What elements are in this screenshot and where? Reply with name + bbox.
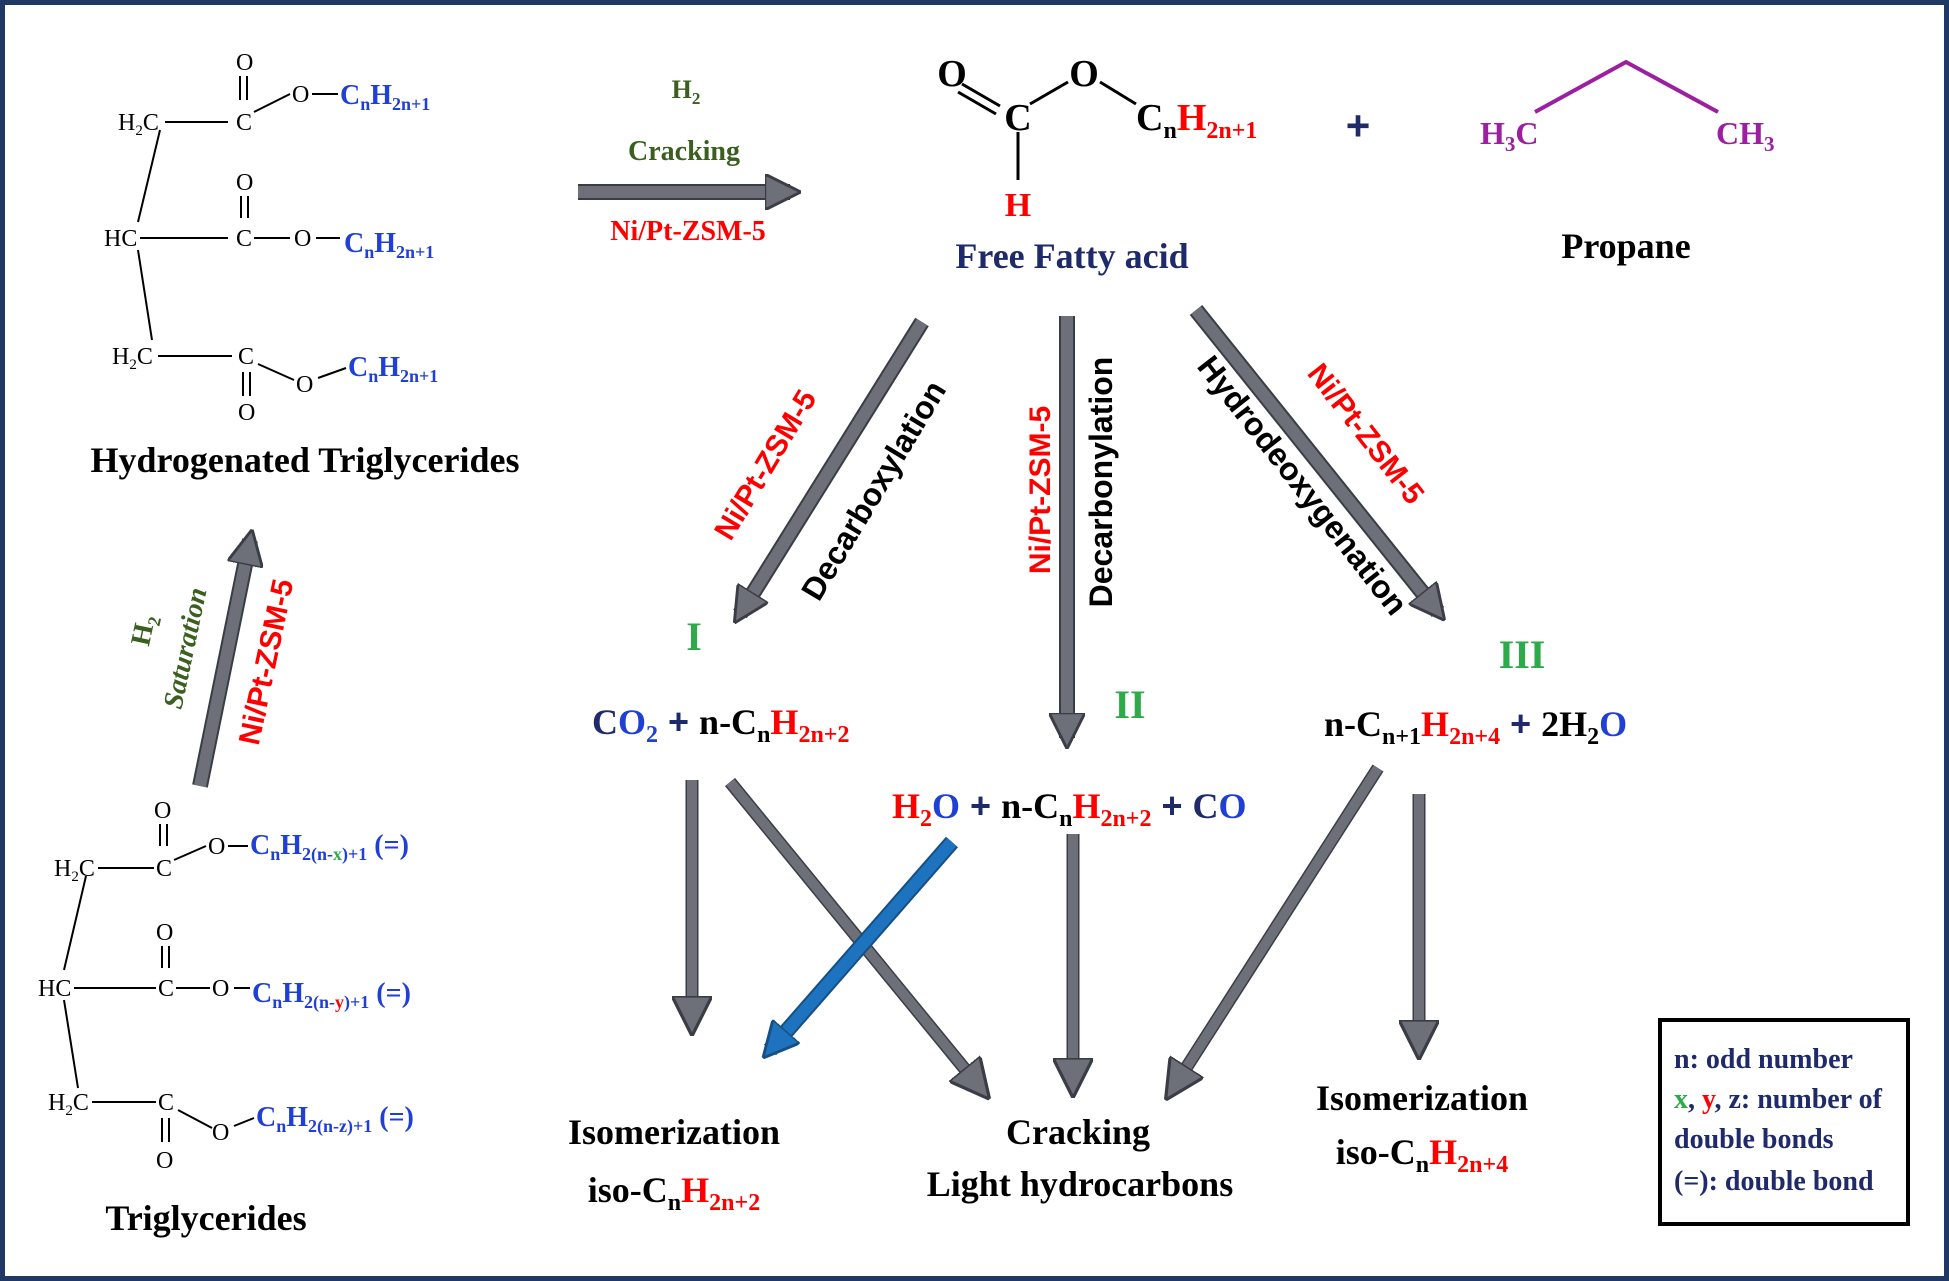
propane-right-group: CH3 — [1716, 115, 1775, 156]
svg-text:O: O — [292, 82, 309, 108]
svg-text:HC: HC — [38, 976, 71, 1002]
ffa-carbon: C — [1004, 97, 1031, 139]
legend-line-4: (=): double bond — [1674, 1166, 1874, 1197]
svg-text:O: O — [212, 1120, 229, 1146]
svg-text:C: C — [236, 226, 252, 252]
saturation-reagent: H2 — [125, 612, 165, 649]
outcome-cracking: Cracking Light hydrocarbons — [927, 1112, 1233, 1204]
legend-box: n: odd number x, y, z: number of double … — [1658, 1018, 1910, 1226]
hydrogenated-chain-3: CnH2n+1 — [348, 352, 438, 386]
svg-text:H2C: H2C — [48, 1090, 89, 1119]
svg-text:C: C — [238, 344, 254, 370]
svg-text:O: O — [236, 170, 253, 196]
outcome-iso-left: Isomerization iso-CnH2n+2 — [568, 1112, 780, 1216]
svg-text:C: C — [236, 110, 252, 136]
iso-left-formula: iso-CnH2n+2 — [588, 1170, 760, 1216]
top-reaction-labels: H2 Cracking Ni/Pt-ZSM-5 — [610, 75, 766, 247]
plus-sign-top: + — [1346, 102, 1371, 149]
pathway-III-process: Hydrodeoxygenation — [1191, 349, 1415, 622]
free-fatty-acid-label: Free Fatty acid — [955, 236, 1188, 276]
top-process: Cracking — [628, 136, 740, 167]
svg-text:O: O — [156, 920, 173, 946]
hydrogenated-chain-1: CnH2n+1 — [340, 80, 430, 114]
saturation-process: Saturation — [158, 585, 214, 712]
svg-text:O: O — [208, 834, 225, 860]
propane-label: Propane — [1561, 226, 1690, 266]
decarboxylation-arrow — [740, 318, 928, 614]
propane-left-group: H3C — [1480, 115, 1539, 156]
ffa-hydrogen: H — [1005, 187, 1031, 224]
pathway-II-products: H2O + n-CnH2n+2 + CO — [892, 785, 1247, 832]
pathway-I-products: CO2 + n-CnH2n+2 — [592, 701, 849, 748]
svg-text:O: O — [294, 226, 311, 252]
propane-molecule: H3C CH3 — [1480, 59, 1775, 156]
svg-text:C: C — [158, 976, 174, 1002]
svg-text:H2C: H2C — [118, 110, 159, 139]
ffa-chain: CnH2n+1 — [1136, 97, 1257, 144]
legend-line-1: n: odd number — [1674, 1044, 1853, 1075]
arrow-II-to-iso — [770, 838, 957, 1050]
arrow-III-to-cracking — [1172, 765, 1383, 1090]
pathway-II-process: Decarbonylation — [1083, 357, 1119, 608]
svg-text:O: O — [296, 372, 313, 398]
triglycerides-label: Triglycerides — [105, 1198, 306, 1238]
outcome-iso-right: Isomerization iso-CnH2n+4 — [1316, 1078, 1528, 1178]
legend-line-2: x, y, z: number of — [1674, 1084, 1883, 1115]
iso-right-formula: iso-CnH2n+4 — [1336, 1132, 1508, 1178]
pathway-III-labels: Hydrodeoxygenation Ni/Pt-ZSM-5 III n-Cn+… — [1191, 349, 1628, 750]
top-catalyst: Ni/Pt-ZSM-5 — [610, 216, 766, 247]
iso-left-title: Isomerization — [568, 1112, 780, 1152]
svg-text:O: O — [238, 400, 255, 426]
svg-text:HC: HC — [104, 226, 137, 252]
top-reagent: H2 — [672, 75, 701, 108]
legend-line-3: double bonds — [1674, 1124, 1834, 1155]
pathway-II-numeral: II — [1114, 682, 1145, 727]
iso-right-title: Isomerization — [1316, 1078, 1528, 1118]
hydrogenated-triglyceride-molecule: H2C C O O CnH2n+1 HC C O O CnH2n+1 H2C C… — [104, 50, 438, 426]
hydrogenated-chain-2: CnH2n+1 — [344, 228, 434, 262]
svg-text:O: O — [154, 798, 171, 824]
arrows — [192, 192, 1438, 1090]
svg-text:H2C: H2C — [112, 344, 153, 373]
cracking-subtitle: Light hydrocarbons — [927, 1164, 1233, 1204]
arrow-I-to-cracking — [726, 778, 982, 1090]
svg-text:O: O — [212, 976, 229, 1002]
saturation-arrow — [194, 540, 250, 788]
svg-text:H2C: H2C — [54, 856, 95, 885]
pathway-I-numeral: I — [686, 614, 702, 659]
pathway-III-numeral: III — [1499, 632, 1546, 677]
svg-text:C: C — [158, 1090, 174, 1116]
hydrodeoxygenation-arrow — [1191, 306, 1438, 612]
cracking-title: Cracking — [1006, 1112, 1150, 1152]
pathway-II-labels: Ni/Pt-ZSM-5 Decarbonylation II H2O + n-C… — [892, 357, 1247, 832]
pathway-II-catalyst: Ni/Pt-ZSM-5 — [1024, 406, 1057, 574]
free-fatty-acid-molecule: O C O H CnH2n+1 — [937, 53, 1257, 224]
ffa-oxygen-2: O — [1069, 53, 1099, 95]
svg-text:O: O — [156, 1148, 173, 1174]
svg-text:O: O — [236, 50, 253, 76]
triglyceride-chain-2: CnH2(n-y)+1 (=) — [252, 978, 411, 1013]
hydrogenated-triglycerides-label: Hydrogenated Triglycerides — [91, 440, 520, 480]
ffa-oxygen-1: O — [937, 53, 967, 95]
triglyceride-chain-1: CnH2(n-x)+1 (=) — [250, 830, 409, 865]
pathway-III-products: n-Cn+1H2n+4 + 2H2O — [1324, 703, 1627, 750]
svg-text:C: C — [156, 856, 172, 882]
triglyceride-chain-3: CnH2(n-z)+1 (=) — [256, 1102, 414, 1137]
triglyceride-molecule: H2C C O O CnH2(n-x)+1 (=) HC C O O CnH2(… — [38, 798, 414, 1174]
